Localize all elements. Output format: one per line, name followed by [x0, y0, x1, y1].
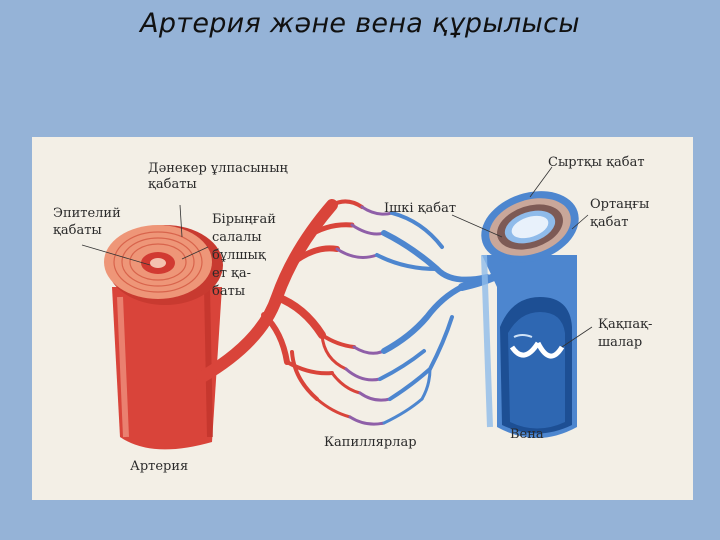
- slide-title: Артерия және вена құрылысы: [0, 8, 720, 39]
- label-epithelial-1: Эпителий: [53, 206, 121, 221]
- label-smooth-muscle-4: ет қа-: [212, 266, 251, 281]
- label-valves-2: шалар: [598, 335, 642, 350]
- label-smooth-muscle-3: бұлшық: [212, 248, 266, 263]
- artery-segment: [104, 225, 223, 449]
- label-middle-layer-1: Ортаңғы: [590, 197, 649, 212]
- label-smooth-muscle-1: Бірыңғай: [212, 212, 276, 227]
- label-outer-layer: Сыртқы қабат: [548, 155, 645, 170]
- label-artery: Артерия: [130, 459, 188, 474]
- label-valves-1: Қақпақ-: [598, 317, 652, 332]
- vein-segment: [472, 179, 588, 438]
- label-smooth-muscle-2: салалы: [212, 230, 262, 245]
- label-middle-layer-2: қабат: [590, 215, 628, 230]
- diagram-figure: Дәнекер ұлпасының қабаты Эпителий қабаты…: [32, 137, 693, 500]
- capillary-network: [337, 207, 392, 424]
- label-vein: Вена: [510, 427, 544, 442]
- label-connective-tissue-2: қабаты: [148, 177, 197, 192]
- label-epithelial-2: қабаты: [53, 223, 102, 238]
- label-smooth-muscle-5: баты: [212, 284, 245, 299]
- label-connective-tissue-1: Дәнекер ұлпасының: [148, 161, 288, 176]
- label-capillaries: Капиллярлар: [324, 435, 417, 450]
- label-inner-layer: Ішкі қабат: [384, 201, 456, 216]
- venule-branches: [377, 213, 494, 423]
